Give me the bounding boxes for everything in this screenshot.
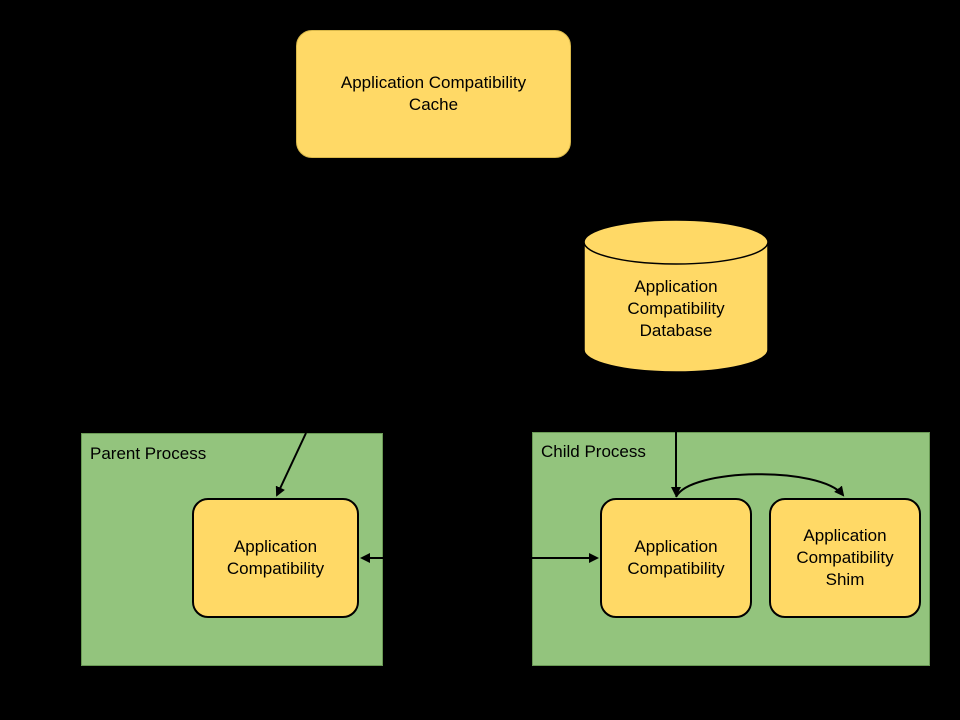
app-compat-cache-node: Application Compatibility Cache	[296, 30, 571, 158]
arrow-child-to-shim	[675, 473, 845, 498]
child-app-compat-label: Application Compatibility	[627, 537, 725, 578]
child-process-label: Child Process	[541, 442, 646, 461]
app-compat-shim-node: Application Compatibility Shim	[769, 498, 921, 618]
arrow-into-parent-node	[275, 432, 307, 497]
child-app-compat-node: Application Compatibility	[600, 498, 752, 618]
app-compat-cache-label: Application Compatibility Cache	[340, 73, 527, 114]
parent-app-compat-node: Application Compatibility	[192, 498, 359, 618]
app-compat-database-cylinder	[583, 219, 769, 373]
app-compat-shim-label: Application Compatibility Shim	[796, 526, 894, 589]
parent-process-label: Parent Process	[90, 444, 207, 463]
parent-app-compat-label: Application Compatibility	[226, 537, 325, 578]
app-compat-database-label: Application Compatibility Database	[627, 277, 725, 340]
